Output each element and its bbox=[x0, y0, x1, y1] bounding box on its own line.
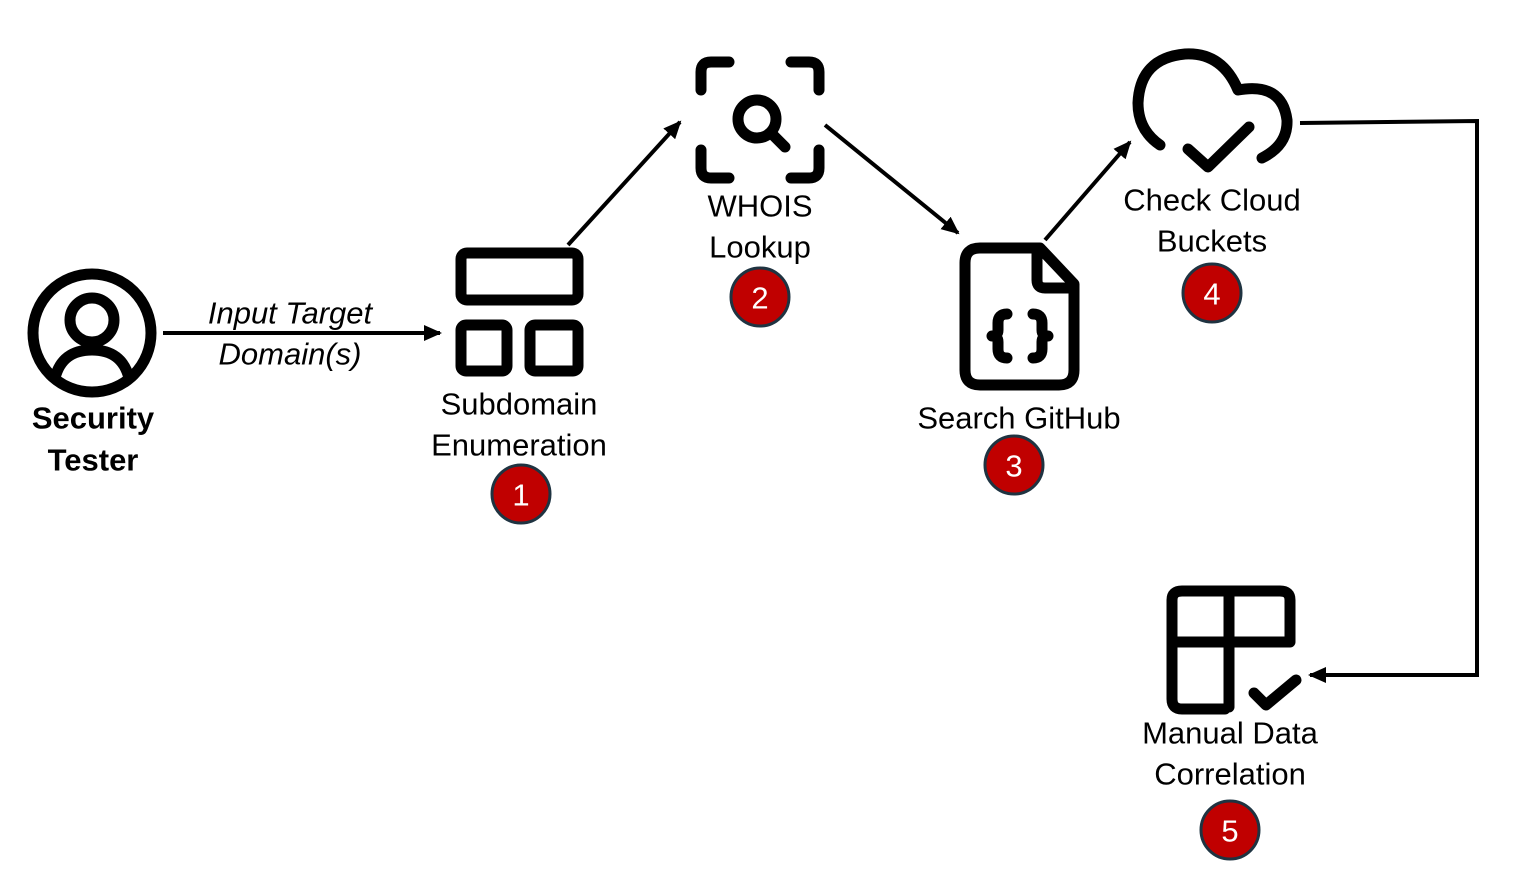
step-4-label-line2: Buckets bbox=[1157, 224, 1267, 259]
step-5-label-line2: Correlation bbox=[1154, 757, 1306, 792]
step-badge-3: 3 bbox=[983, 434, 1045, 496]
step-badge-4: 4 bbox=[1181, 262, 1243, 324]
step-number: 1 bbox=[512, 478, 529, 513]
cloud-check-icon bbox=[1132, 48, 1293, 173]
step-badge-2: 2 bbox=[729, 266, 791, 328]
arrow-4-5 bbox=[1299, 118, 1479, 683]
step-badge-5: 5 bbox=[1199, 799, 1261, 861]
arrow-2-3 bbox=[823, 123, 960, 235]
input-edge-label-line2: Domain(s) bbox=[219, 337, 362, 372]
step-2-label-line1: WHOIS bbox=[707, 189, 812, 224]
step-1-label-line1: Subdomain bbox=[441, 387, 598, 422]
step-badge-1: 1 bbox=[490, 463, 552, 525]
step-5-label-line1: Manual Data bbox=[1142, 716, 1319, 751]
arrow-3-4 bbox=[1043, 140, 1132, 242]
step-number: 5 bbox=[1221, 814, 1238, 849]
step-2-label-line2: Lookup bbox=[709, 230, 811, 265]
code-file-icon bbox=[959, 242, 1080, 391]
arrow-1-2 bbox=[566, 120, 682, 247]
step-number: 2 bbox=[751, 281, 768, 316]
step-3-label-line1: Search GitHub bbox=[917, 401, 1120, 436]
scan-search-icon bbox=[695, 56, 825, 184]
actor-label-line1: Security bbox=[32, 401, 155, 436]
user-circle-icon bbox=[27, 268, 157, 398]
actor-label-line2: Tester bbox=[48, 443, 139, 478]
step-number: 4 bbox=[1203, 277, 1220, 312]
table-check-icon bbox=[1166, 585, 1302, 715]
input-edge-label-line1: Input Target bbox=[208, 296, 374, 331]
step-1-label-line2: Enumeration bbox=[431, 428, 607, 463]
step-number: 3 bbox=[1005, 449, 1022, 484]
step-4-label-line1: Check Cloud bbox=[1123, 183, 1300, 218]
layout-grid-icon bbox=[455, 247, 584, 377]
